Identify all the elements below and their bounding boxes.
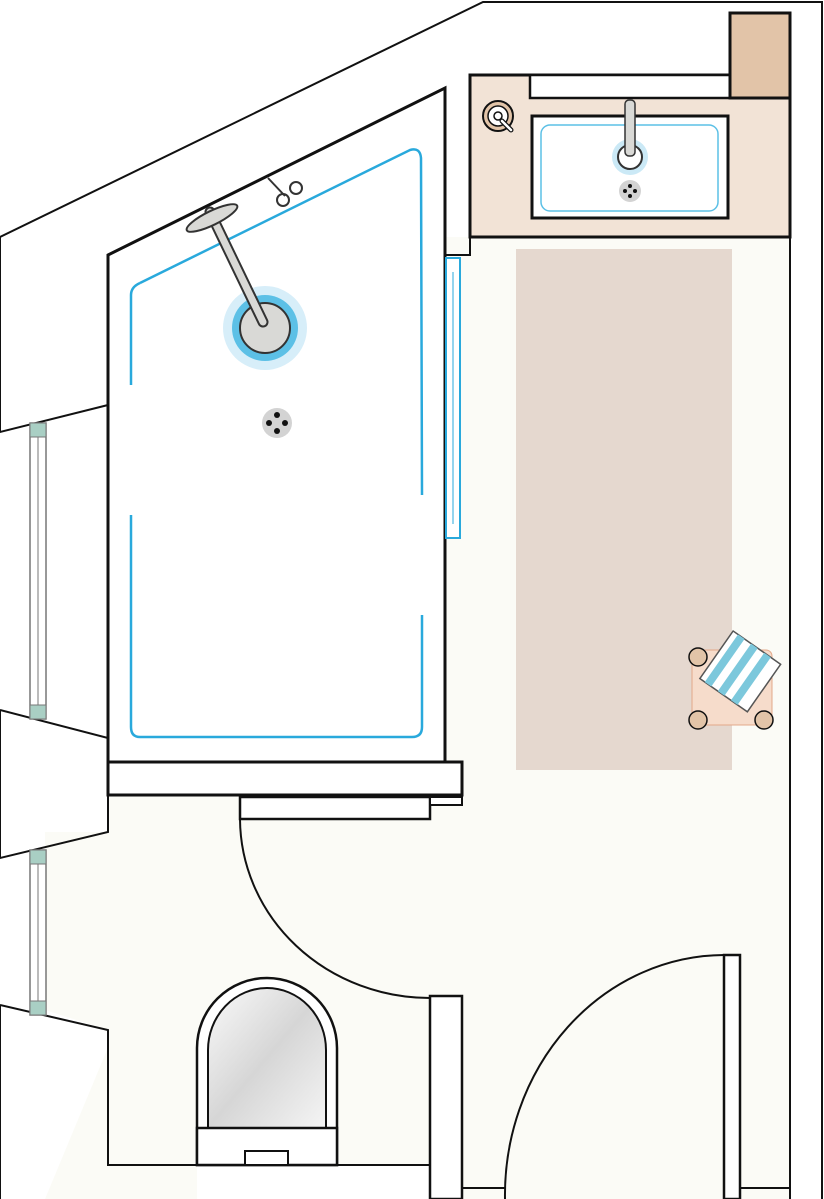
stool-with-towel: [688, 629, 782, 730]
shower-hand-valve: [267, 177, 303, 207]
shower: [106, 85, 461, 764]
wc-door-jamb: [238, 795, 432, 821]
window-lower: [29, 849, 47, 1016]
sink-drain-icon: [619, 180, 641, 202]
flush-button[interactable]: [244, 1150, 289, 1166]
shower-head-icon: [239, 302, 291, 354]
left-wall-mid2: [0, 710, 109, 860]
entry-door-swing[interactable]: [503, 954, 725, 1199]
shower-mixer: [185, 203, 239, 233]
wc-door-swing[interactable]: [239, 818, 431, 999]
vanity: [468, 11, 792, 239]
niche: [528, 73, 732, 100]
faucet: [624, 99, 636, 157]
shower-drain-icon: [262, 408, 292, 438]
window-upper: [29, 422, 47, 720]
entry-door-leaf[interactable]: [722, 953, 742, 1199]
cabinet: [728, 11, 792, 100]
toilet: [195, 976, 339, 1167]
partition-wall: [106, 760, 464, 797]
left-wall-upper: [0, 237, 109, 434]
towel: [698, 629, 782, 713]
wc-door-wall: [428, 994, 464, 1199]
toilet-roll-holder: [482, 100, 514, 133]
